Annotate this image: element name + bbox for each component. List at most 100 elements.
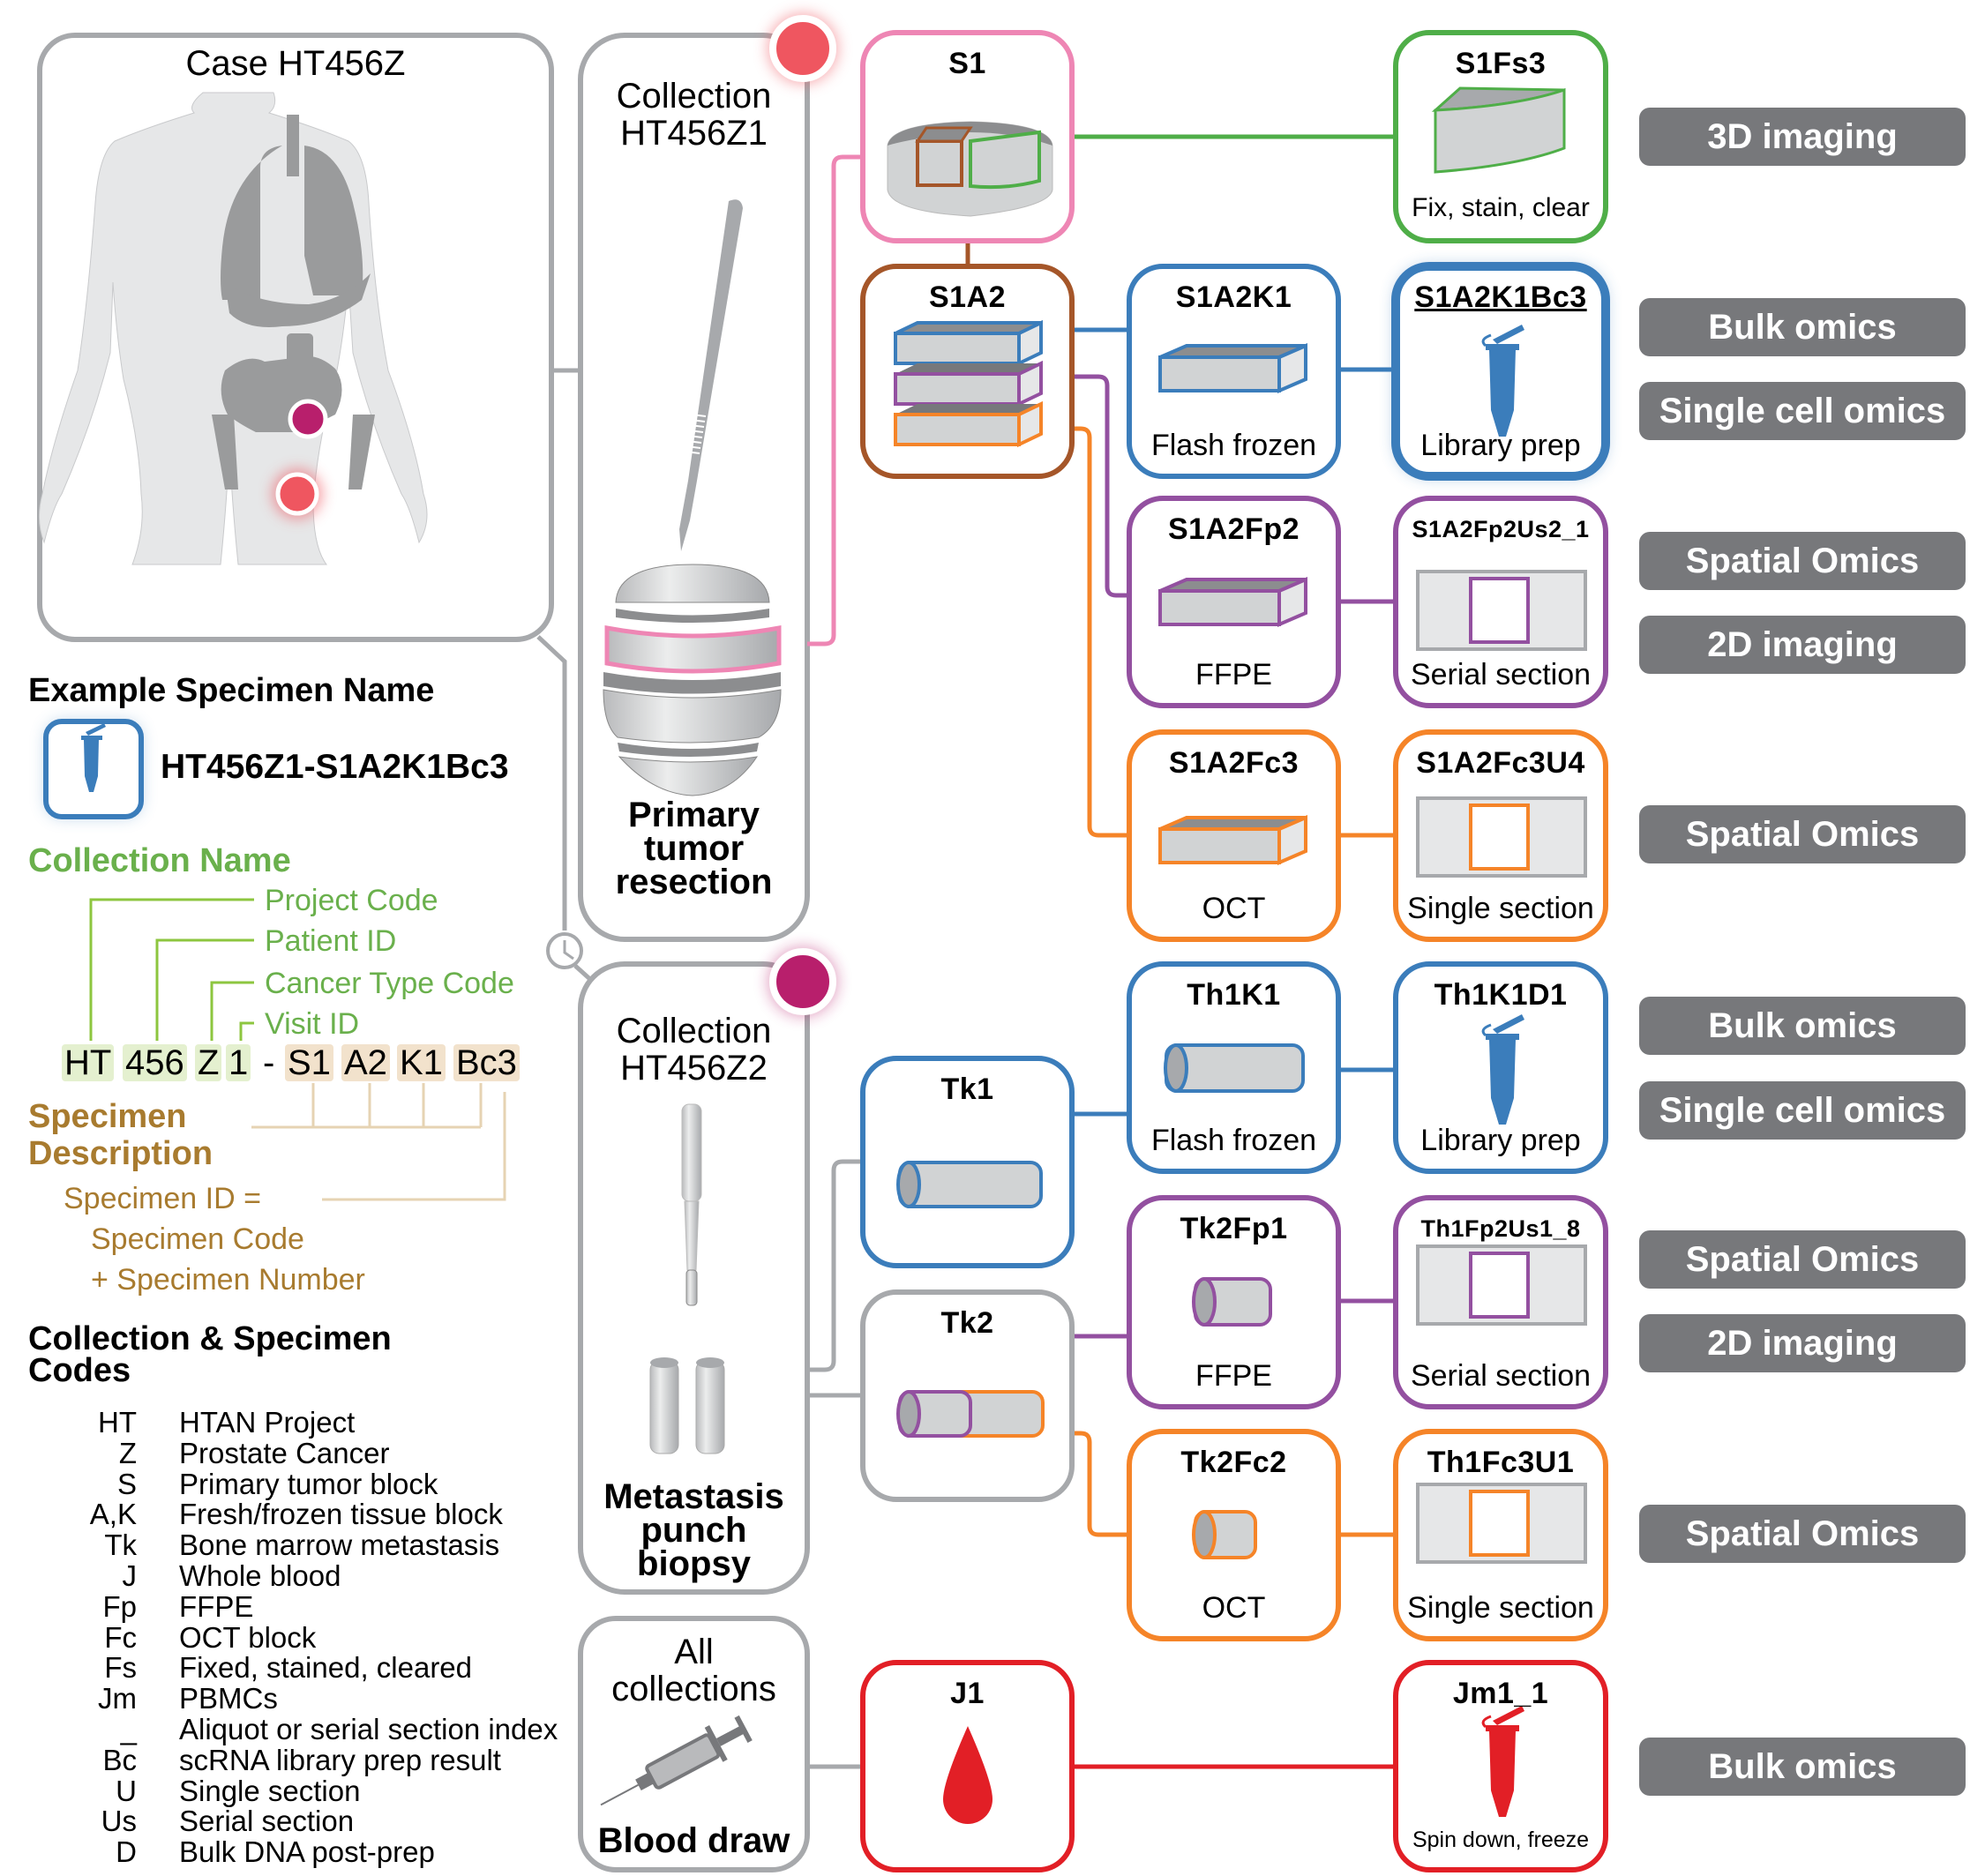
connector-s1a2-fc3 — [1072, 426, 1129, 838]
code-description: Whole blood — [179, 1559, 341, 1592]
node-title-Th1K1D1[interactable]: Th1K1D1 — [1434, 978, 1568, 1012]
blood-drop-icon — [943, 1726, 992, 1824]
collection-2-id: HT456Z2 — [620, 1049, 768, 1087]
node-title-S1A2Fp2[interactable]: S1A2Fp2 — [1168, 512, 1300, 546]
assay-label-single-cell-omics[interactable]: Single cell omics — [1639, 1081, 1966, 1140]
code-description: Single section — [179, 1774, 361, 1807]
node-title-S1[interactable]: S1 — [948, 47, 986, 80]
collection-2-procedure: Metastasis punch biopsy — [581, 1479, 807, 1581]
node-title-S1A2K1[interactable]: S1A2K1 — [1175, 280, 1292, 314]
oct-core-icon — [1192, 1510, 1257, 1559]
assay-label-bulk-omics[interactable]: Bulk omics — [1639, 997, 1966, 1055]
node-subtitle-Tk2Fc2: OCT — [1202, 1591, 1266, 1625]
assay-label-spatial-omics[interactable]: Spatial Omics — [1639, 1505, 1966, 1563]
node-title-Tk2Fc2[interactable]: Tk2Fc2 — [1180, 1446, 1287, 1479]
assay-label-spatial-omics[interactable]: Spatial Omics — [1639, 1230, 1966, 1289]
assay-label-bulk-omics[interactable]: Bulk omics — [1639, 1738, 1966, 1796]
code-key: Z — [118, 1436, 137, 1469]
code-key: J — [122, 1559, 138, 1592]
specimen-description-heading-line2: Description — [28, 1135, 213, 1172]
collection-1-dot-icon — [768, 13, 838, 84]
node-subtitle-S1A2Fp2: FFPE — [1195, 658, 1272, 691]
code-key: Jm — [98, 1682, 137, 1715]
node-subtitle-S1Fs3: Fix, stain, clear — [1412, 193, 1590, 222]
stacked-blocks-icon — [894, 319, 1043, 448]
label-visit-id: Visit ID — [265, 1007, 360, 1041]
code-description: Fixed, stained, cleared — [179, 1651, 473, 1685]
node-title-Th1Fp2Us1_8[interactable]: Th1Fp2Us1_8 — [1420, 1215, 1581, 1242]
oct-block-icon — [1158, 814, 1307, 866]
codes-heading: Collection & Specimen Codes — [28, 1320, 392, 1387]
chip-specimen-s1: S1 — [285, 1044, 333, 1081]
clock-icon — [546, 932, 583, 969]
node-title-Tk2[interactable]: Tk2 — [940, 1306, 994, 1340]
code-key: HT — [98, 1406, 137, 1439]
procedure-line: tumor — [643, 829, 745, 868]
node-subtitle-S1A2Fc3U4: Single section — [1407, 892, 1594, 925]
node-title-Th1Fc3U1[interactable]: Th1Fc3U1 — [1427, 1446, 1575, 1479]
code-description: Primary tumor block — [179, 1467, 438, 1500]
label-cancer-type-code: Cancer Type Code — [265, 967, 514, 1000]
assay-label-spatial-omics[interactable]: Spatial Omics — [1639, 805, 1966, 863]
specimen-id-line3: + Specimen Number — [91, 1263, 365, 1297]
node-subtitle-S1A2K1: Flash frozen — [1150, 429, 1317, 462]
code-key: _ — [120, 1713, 137, 1745]
chip-specimen-k1: K1 — [397, 1044, 446, 1081]
blood-collection-title: All collections — [581, 1633, 807, 1708]
assay-label-3d-imaging[interactable]: 3D imaging — [1639, 108, 1966, 166]
example-specimen-icon — [43, 719, 144, 819]
chip-project-code: HT — [62, 1044, 115, 1081]
chip-cancer-type: Z — [195, 1044, 222, 1081]
node-title-S1Fs3[interactable]: S1Fs3 — [1455, 47, 1547, 80]
assay-label-2d-imaging[interactable]: 2D imaging — [1639, 1314, 1966, 1372]
metastasis-site-marker — [288, 399, 328, 439]
node-title-Jm1_1[interactable]: Jm1_1 — [1452, 1677, 1549, 1710]
tumor-sphere-icon — [603, 564, 782, 796]
collection-name-heading: Collection Name — [28, 842, 291, 879]
node-title-Tk1[interactable]: Tk1 — [940, 1073, 994, 1106]
assay-label-spatial-omics[interactable]: Spatial Omics — [1639, 532, 1966, 590]
assay-label-2d-imaging[interactable]: 2D imaging — [1639, 616, 1966, 674]
node-title-Tk2Fp1[interactable]: Tk2Fp1 — [1180, 1212, 1288, 1245]
serial-section-slide-icon — [1416, 1244, 1587, 1326]
code-key: S — [116, 1467, 137, 1500]
case-title: Case HT456Z — [185, 44, 406, 83]
node-subtitle-S1A2K1Bc3: Library prep — [1420, 429, 1581, 462]
assay-label-bulk-omics[interactable]: Bulk omics — [1639, 298, 1966, 356]
code-description: PBMCs — [179, 1682, 278, 1715]
library-prep-tube-icon — [1481, 1014, 1524, 1125]
biopsy-punch-icon — [649, 1103, 725, 1454]
codes-heading-line1: Collection & Specimen — [28, 1320, 392, 1357]
blood-collection-procedure: Blood draw — [597, 1821, 790, 1860]
node-title-J1[interactable]: J1 — [950, 1677, 985, 1710]
node-title-S1A2Fc3U4[interactable]: S1A2Fc3U4 — [1416, 746, 1585, 780]
single-section-slide-icon — [1416, 1483, 1587, 1564]
ffpe-core-icon — [1192, 1277, 1272, 1327]
node-subtitle-S1A2Fc3: OCT — [1202, 892, 1266, 925]
tissue-core-icon — [896, 1161, 1043, 1208]
code-key: U — [116, 1774, 137, 1807]
collection-1-title: Collection HT456Z1 — [581, 78, 807, 152]
tissue-slab-icon — [887, 121, 1053, 217]
node-title-S1A2[interactable]: S1A2 — [928, 280, 1007, 314]
node-title-S1A2K1Bc3[interactable]: S1A2K1Bc3 — [1414, 280, 1587, 314]
node-title-S1A2Fp2Us2_1[interactable]: S1A2Fp2Us2_1 — [1412, 516, 1590, 542]
code-key: Bc — [102, 1743, 137, 1776]
collection-1-line1: Collection — [616, 77, 772, 116]
code-description: scRNA library prep result — [179, 1743, 501, 1776]
code-description: Prostate Cancer — [179, 1436, 390, 1469]
node-title-Th1K1[interactable]: Th1K1 — [1187, 978, 1281, 1012]
chip-visit-id: 1 — [226, 1044, 251, 1081]
assay-label-single-cell-omics[interactable]: Single cell omics — [1639, 382, 1966, 440]
primary-tumor-site-marker — [273, 469, 322, 519]
chip-patient-id: 456 — [123, 1044, 187, 1081]
collection-1-id: HT456Z1 — [620, 114, 768, 153]
code-key: A,K — [89, 1498, 137, 1531]
split-tissue-core-icon — [896, 1390, 1045, 1438]
node-subtitle-Tk2Fp1: FFPE — [1195, 1359, 1272, 1393]
code-key: D — [116, 1835, 137, 1869]
code-description: OCT block — [179, 1620, 317, 1654]
tissue-wedge-icon — [1431, 86, 1566, 174]
node-title-S1A2Fc3[interactable]: S1A2Fc3 — [1168, 746, 1300, 780]
code-description: Aliquot or serial section index — [179, 1713, 558, 1745]
